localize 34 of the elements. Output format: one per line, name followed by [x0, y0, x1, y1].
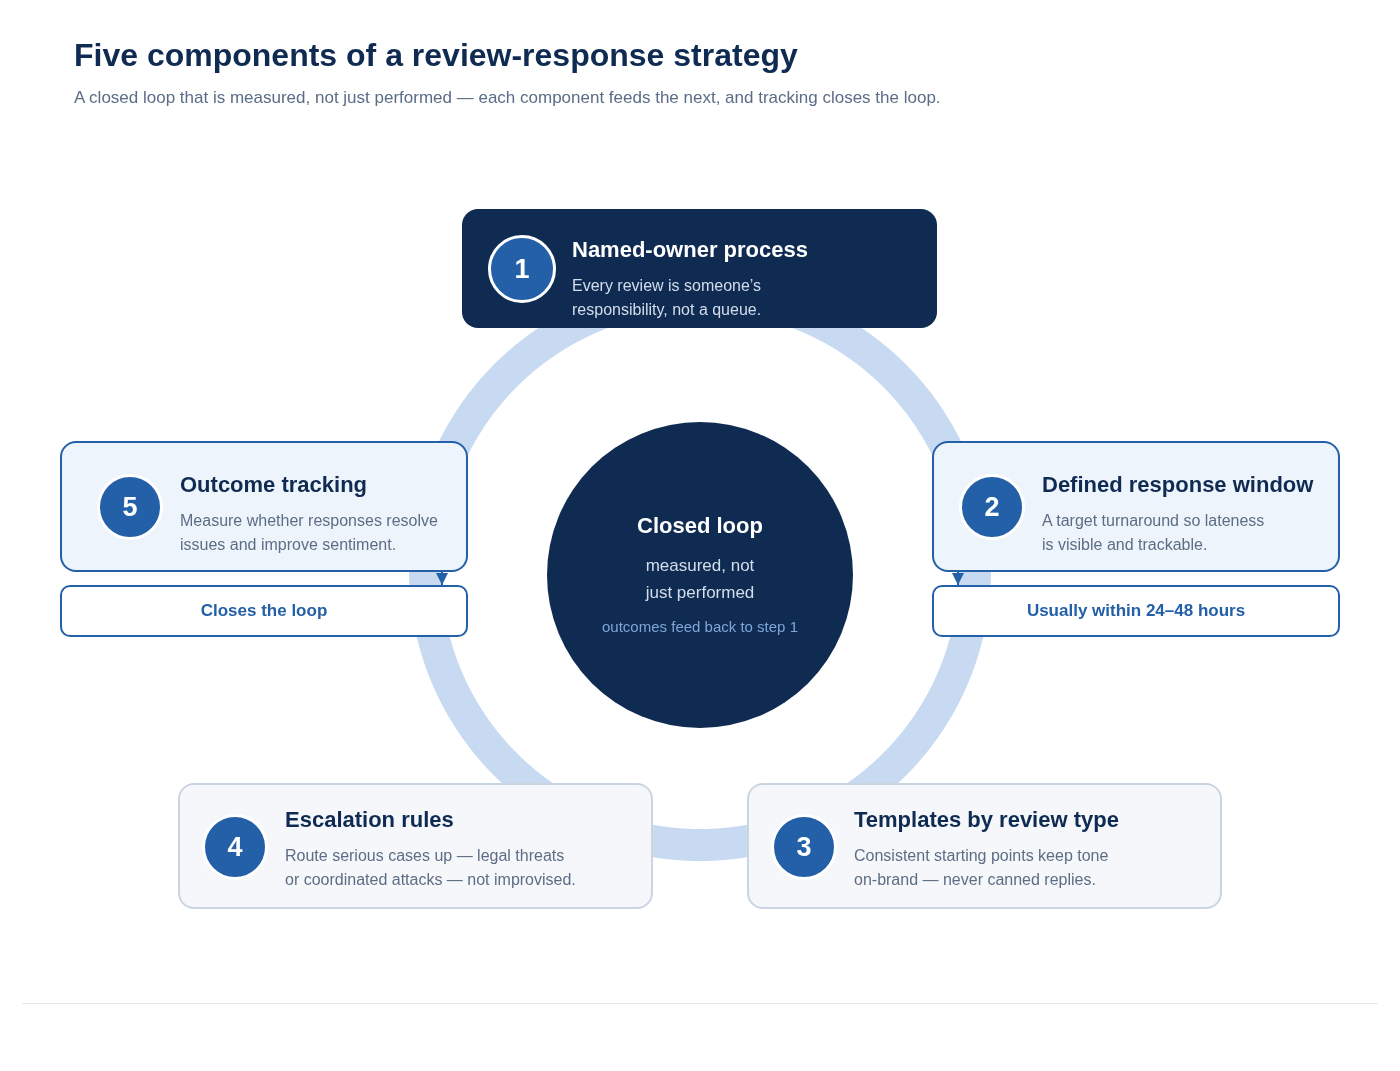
subtitle: A closed loop that is measured, not just performed — each component feeds the next, and tracking closes the loop. [74, 87, 941, 109]
step-description: Measure whether responses resolve issues and improve sentiment. [180, 511, 439, 555]
step-card [747, 783, 1222, 909]
step-heading: Named-owner process [572, 237, 808, 263]
step-card [60, 441, 468, 572]
center-subheading: measured, not just performed [644, 555, 756, 604]
callout-tag: Usually within 24–48 hours [932, 585, 1340, 637]
number-badge: 3 [771, 814, 837, 880]
loop-ring-segment [847, 572, 991, 783]
number-badge: 1 [488, 235, 556, 303]
pointer-arrow [436, 571, 448, 586]
loop-ring-segment [792, 328, 961, 455]
center-heading: Closed loop [637, 513, 763, 539]
loop-ring-segment [409, 572, 553, 783]
callout-tag: Closes the loop [60, 585, 468, 637]
step-description: A target turnaround so lateness is visible and trackable. [1042, 511, 1266, 555]
step-heading: Outcome tracking [180, 472, 368, 498]
number-badge: 2 [959, 474, 1025, 540]
step-description: Route serious cases up — legal threats or coordinated attacks — not improvised. [285, 846, 577, 890]
step-heading: Defined response window [1042, 472, 1314, 498]
pointer-arrow [952, 571, 964, 586]
step-card [462, 209, 937, 328]
step-heading: Templates by review type [854, 807, 1119, 833]
step-card [932, 441, 1340, 572]
step-description: Every review is someone’s responsibility, not a queue. [572, 276, 763, 320]
number-badge: 5 [97, 474, 163, 540]
step-description: Consistent starting points keep tone on-brand — never canned replies. [854, 846, 1110, 890]
loop-ring-segment [653, 824, 747, 861]
title: Five components of a review-response strategy [74, 36, 798, 75]
loop-ring-segment [439, 328, 608, 455]
step-heading: Escalation rules [285, 807, 454, 833]
step-card [178, 783, 653, 909]
center-note: outcomes feed back to step 1 [602, 617, 798, 637]
number-badge: 4 [202, 814, 268, 880]
